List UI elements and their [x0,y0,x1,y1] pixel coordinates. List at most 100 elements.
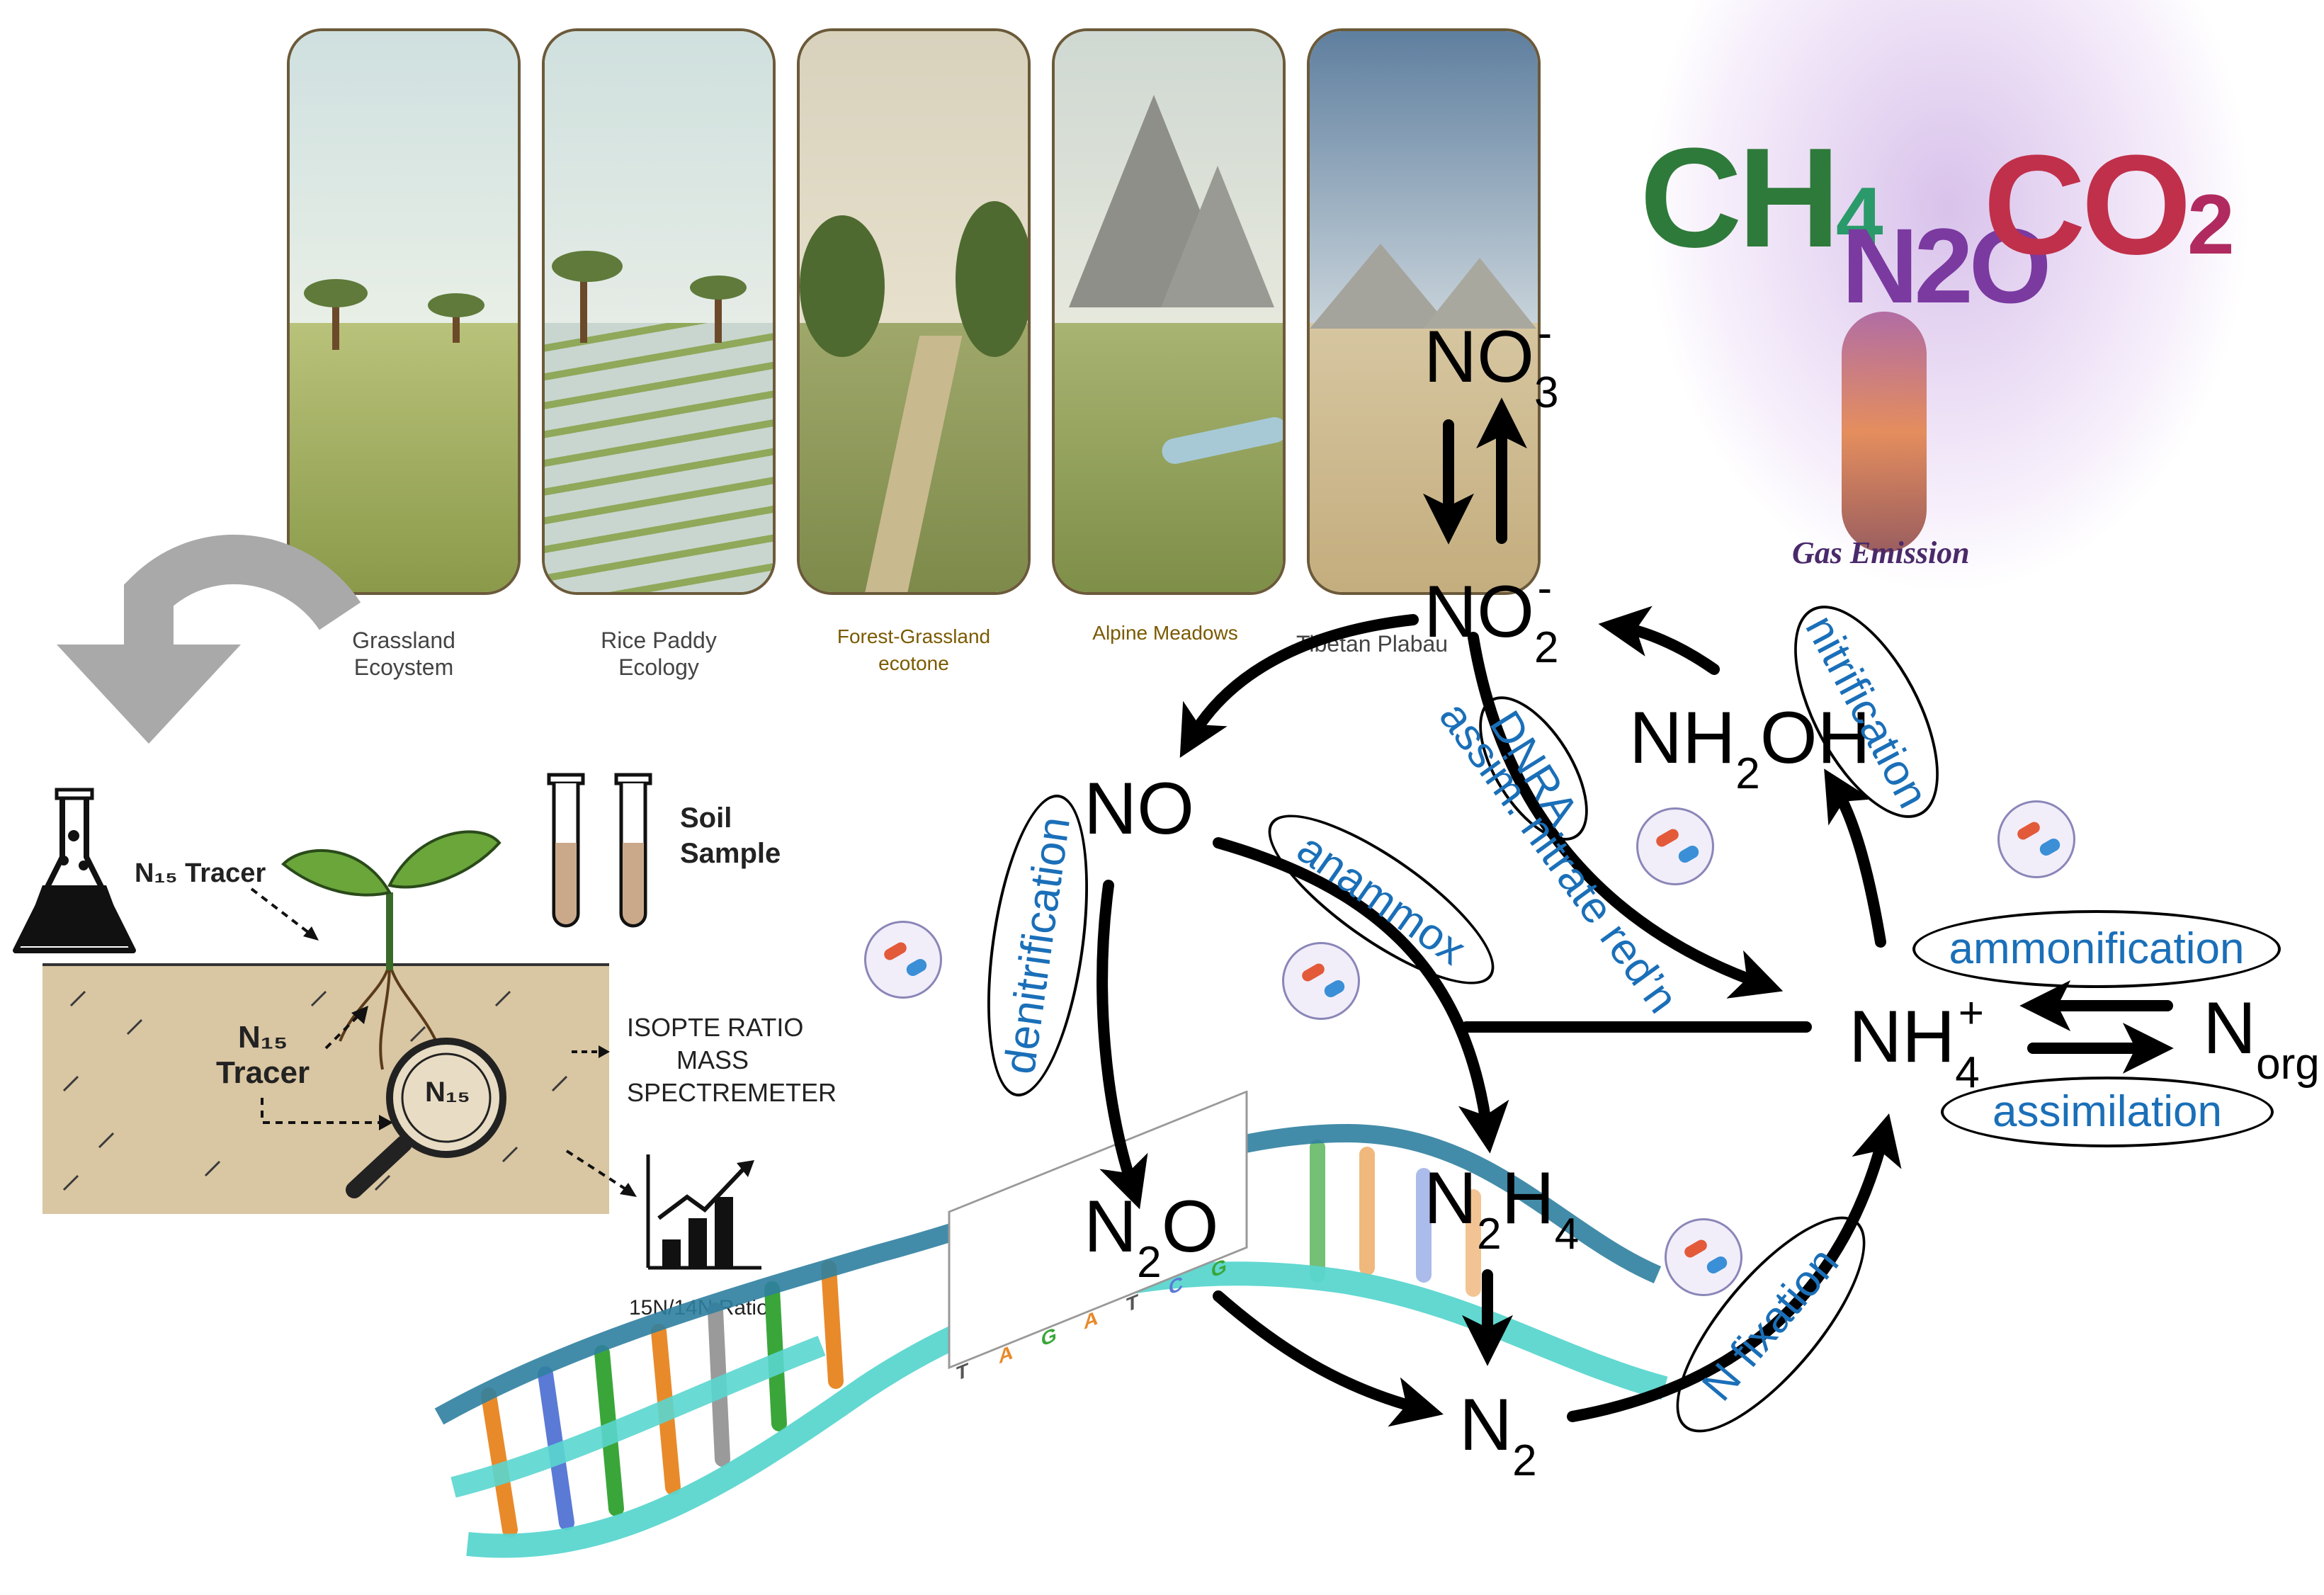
smoke-cloud [1643,0,2252,595]
caption-grassland: Grassland Ecoystem [287,627,521,681]
species-norg: Norg [2203,992,2320,1086]
irms-line: MASS [676,1045,749,1074]
species-main: NO [1424,571,1534,653]
co2-sub: 2 [2187,177,2235,272]
magnifier-label: N₁₅ [425,1077,470,1108]
process-assimilation: assimilation [1941,1077,2274,1147]
soil-tracer-line: N₁₅ [237,1020,288,1055]
soil-sample-line: Soil [680,802,732,834]
soil-block [42,963,609,1214]
ch4-main: CH [1640,119,1840,277]
species-main: H [1501,1157,1555,1239]
species-no2: NO2 - [1424,564,1558,670]
species-sup: - [1537,309,1553,358]
panel-tibetan-plateau [1307,28,1541,595]
curved-arrow-icon [57,534,361,744]
microbe-icon [1636,807,1714,885]
panel-rice-paddy [542,28,776,595]
species-sub: org [2256,1040,2320,1089]
caption-line: Grassland [352,628,455,653]
caption-line: Rice Paddy [601,628,717,653]
caption-line: Alpine Meadows [1092,622,1238,644]
caption-rice-paddy: Rice Paddy Ecology [542,627,776,681]
soil-sample-line: Sample [680,838,781,869]
species-sub: 2 [1534,623,1559,672]
no2-to-nh4-arrow [1468,632,1784,999]
ch4-sub: 4 [1835,170,1883,265]
species-sub: 3 [1534,368,1559,417]
tracer-dashed-arrows [261,1006,393,1130]
n2o-text: N2O [1842,206,2051,325]
nh4-to-nh2oh-arrow [1824,768,1886,948]
seedling-icon [281,830,501,970]
species-main: NH [1629,697,1736,779]
species-main: N [1459,1384,1513,1466]
irms-line: SPECTREMETER [627,1078,837,1107]
co2-label: CO2 [1983,135,2235,276]
no-to-n2h4-arrow [1213,837,1509,1154]
panel-forest-grassland [797,28,1031,595]
test-tubes-icon [547,773,652,928]
species-main: O [1161,1186,1219,1268]
microbe-icon [1665,1218,1742,1296]
panel-grassland [287,28,521,595]
dashed-arrow-icon [572,1045,610,1058]
nh2oh-to-no2-arrow [1598,606,1720,675]
species-main: NH [1849,996,1956,1078]
species-sub: 2 [1512,1436,1537,1485]
species-sub: 2 [1137,1238,1162,1287]
tracer-label: N₁₅ Tracer [135,858,266,888]
species-sub: 2 [1477,1210,1502,1259]
soil-sample-label: Soil Sample [680,800,781,871]
species-sup: + [1958,989,1984,1038]
microbe-icon [1997,800,2075,878]
irms-label: ISOPTE RATIO MASS SPECTREMETER [627,1011,837,1109]
species-main: N [1084,1186,1138,1268]
panel-alpine-meadows [1052,28,1286,595]
microbe-icon [1282,942,1360,1020]
smoke-plume [1842,312,1927,552]
bar-chart-icon [646,1154,761,1270]
no-to-n2o-arrow [1096,880,1148,1210]
species-main: OH [1759,697,1871,779]
caption-line: ecotone [878,652,949,674]
process-label: assimilation [1993,1087,2222,1136]
caption-forest-grassland: Forest-Grassland ecotone [797,623,1031,677]
process-label: ammonification [1949,924,2245,973]
gas-emission-caption: Gas Emission [1792,535,1970,570]
species-no: NO [1084,772,1194,846]
n2-to-nh4-arrow [1567,1113,1902,1422]
species-main: N [1424,1157,1478,1239]
microbe-icon [864,921,942,999]
species-main: NO [1424,316,1534,398]
dashed-arrow-icon [250,887,319,941]
species-n2o: N2O [1084,1190,1219,1285]
species-sub: 4 [1554,1210,1580,1259]
species-nh4: NH4 + [1849,992,1984,1095]
co2-main: CO [1983,126,2192,284]
caption-line: Forest-Grassland [837,625,991,647]
species-sub: 4 [1955,1048,1980,1097]
n2o-to-n2-arrow [1213,1290,1444,1427]
soil-tracer-line: Tracer [216,1055,310,1090]
species-sup: - [1537,564,1553,613]
soil-tracer-label: N₁₅ Tracer [216,1020,310,1091]
dashed-arrow-icon [565,1150,637,1197]
caption-alpine-meadows: Alpine Meadows [1024,620,1307,647]
species-nh2oh: NH2OH [1629,701,1871,796]
species-main: N [2203,987,2257,1069]
ch4-label: CH4 [1640,127,1883,269]
magnifier-icon [346,1038,506,1198]
species-no3: NO3 - [1424,309,1558,415]
species-main: NO [1084,768,1194,850]
no2-to-no-arrow [1179,614,1419,758]
flask-icon [13,788,136,953]
process-ammonification: ammonification [1912,910,2281,988]
n2o-label: N2O [1842,212,2051,319]
irms-line: ISOPTE RATIO [627,1013,804,1042]
caption-line: Ecology [618,654,699,680]
caption-line: Ecoystem [353,654,454,680]
species-n2: N2 [1459,1388,1537,1483]
species-n2h4: N2H4 [1424,1162,1579,1256]
